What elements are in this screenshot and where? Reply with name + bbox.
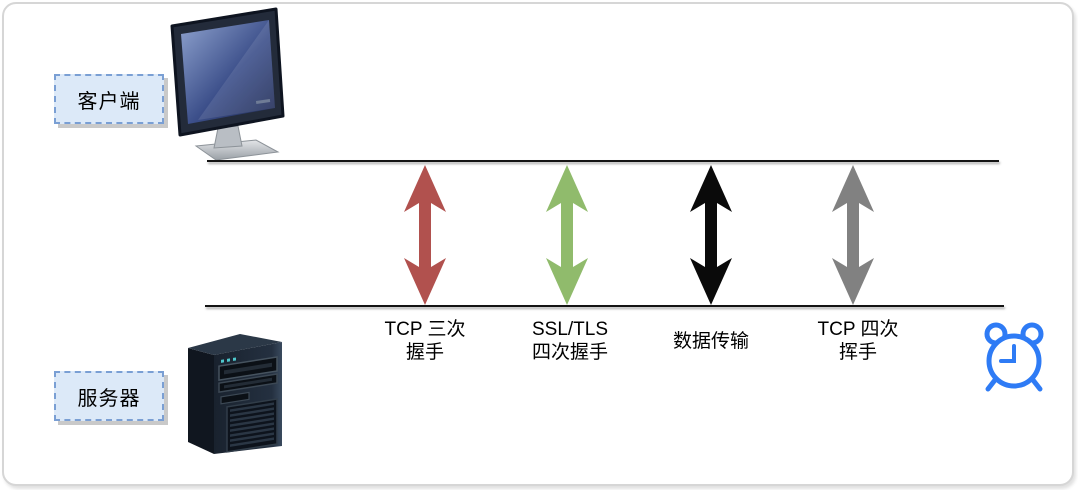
client-label-box: 客户端 (54, 74, 164, 124)
server-label-box: 服务器 (54, 371, 164, 421)
alarm-clock-icon (984, 322, 1044, 392)
server-tower-icon (188, 334, 282, 454)
data-transfer-arrow (690, 165, 732, 305)
phase-label-tcp-teardown: TCP 四次 挥手 (817, 319, 899, 363)
arrow-shape (690, 165, 732, 305)
tcp-handshake-arrow (404, 165, 446, 305)
phase-label-data-transfer: 数据传输 (672, 330, 749, 352)
tcp-teardown-arrow (832, 165, 874, 305)
server-label: 服务器 (77, 387, 141, 410)
arrow-shape (404, 165, 446, 305)
server-timeline (205, 305, 1004, 307)
phase-label-tcp-handshake: TCP 三次 握手 (384, 319, 466, 363)
client-timeline (207, 160, 999, 162)
arrow-shape (546, 165, 588, 305)
phase-label-ssl-handshake: SSL/TLS 四次握手 (531, 319, 609, 363)
client-label: 客户端 (77, 90, 141, 113)
monitor-icon (170, 7, 285, 161)
arrow-shape (832, 165, 874, 305)
ssl-handshake-arrow (546, 165, 588, 305)
